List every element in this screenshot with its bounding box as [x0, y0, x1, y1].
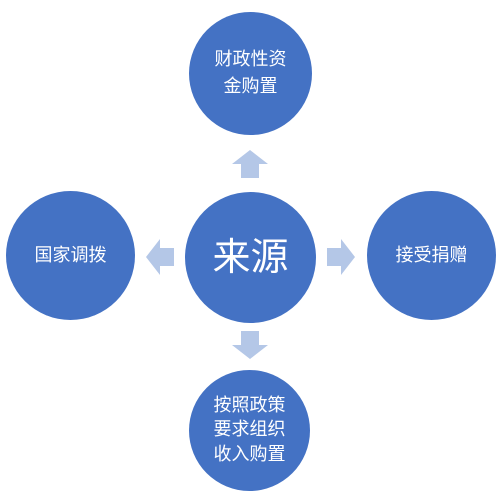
node-fiscal-funds-purchase: 财政性资 金购置	[189, 12, 312, 135]
node-policy-purchase-label: 按照政策 要求组织 收入购置	[213, 395, 286, 465]
arrow-up-icon	[232, 150, 268, 178]
node-state-allocation-label: 国家调拨	[34, 244, 107, 266]
node-accept-donation-label: 接受捐赠	[395, 244, 468, 266]
arrow-left-icon	[146, 239, 174, 275]
node-fiscal-funds-purchase-label: 财政性资 金购置	[214, 49, 287, 97]
arrow-down-icon	[232, 331, 268, 359]
node-policy-purchase: 按照政策 要求组织 收入购置	[189, 370, 310, 491]
center-node-source: 来源	[185, 192, 316, 323]
center-node-label: 来源	[212, 234, 289, 279]
arrow-right-icon	[327, 239, 355, 275]
node-state-allocation: 国家调拨	[6, 191, 135, 320]
node-accept-donation: 接受捐赠	[367, 191, 496, 320]
